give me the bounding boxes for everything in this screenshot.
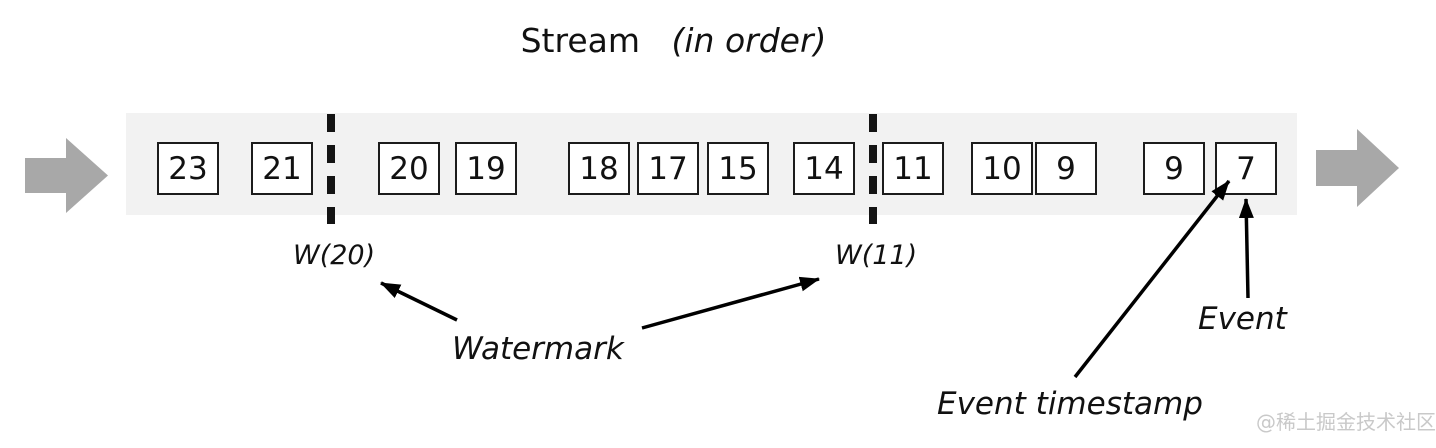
event-label: Event [1198,301,1287,337]
event-box: 18 [568,142,630,195]
stream-flow-out-arrow [1316,129,1399,207]
event-box: 9 [1143,142,1205,195]
event-timestamp-label: Event timestamp [937,386,1203,422]
watermark-dashed-line [869,114,877,224]
watermark-dashed-line [327,114,335,224]
event-box: 17 [637,142,699,195]
event-box: 10 [971,142,1033,195]
event-box: 7 [1215,142,1277,195]
event-box: 23 [157,142,219,195]
watermark-arrow-to-w11 [641,276,820,330]
event-box: 11 [882,142,944,195]
event-box: 14 [793,142,855,195]
stream-flow-in-arrow [25,138,108,213]
diagram-title-main: Stream [520,21,640,60]
event-box: 9 [1035,142,1097,195]
watermark-label: Watermark [452,331,624,367]
event-box: 15 [707,142,769,195]
diagram-title: Stream (in order) [350,21,997,60]
watermark-value-label: W(11) [835,240,918,271]
diagram-title-suffix: (in order) [671,21,827,60]
watermark-value-label: W(20) [293,240,376,271]
event-box: 20 [378,142,440,195]
watermark-arrow-to-w20 [380,281,458,322]
event-box: 21 [251,142,313,195]
site-credit-watermark: @稀土掘金技术社区 [1256,410,1436,434]
event-box: 19 [455,142,517,195]
